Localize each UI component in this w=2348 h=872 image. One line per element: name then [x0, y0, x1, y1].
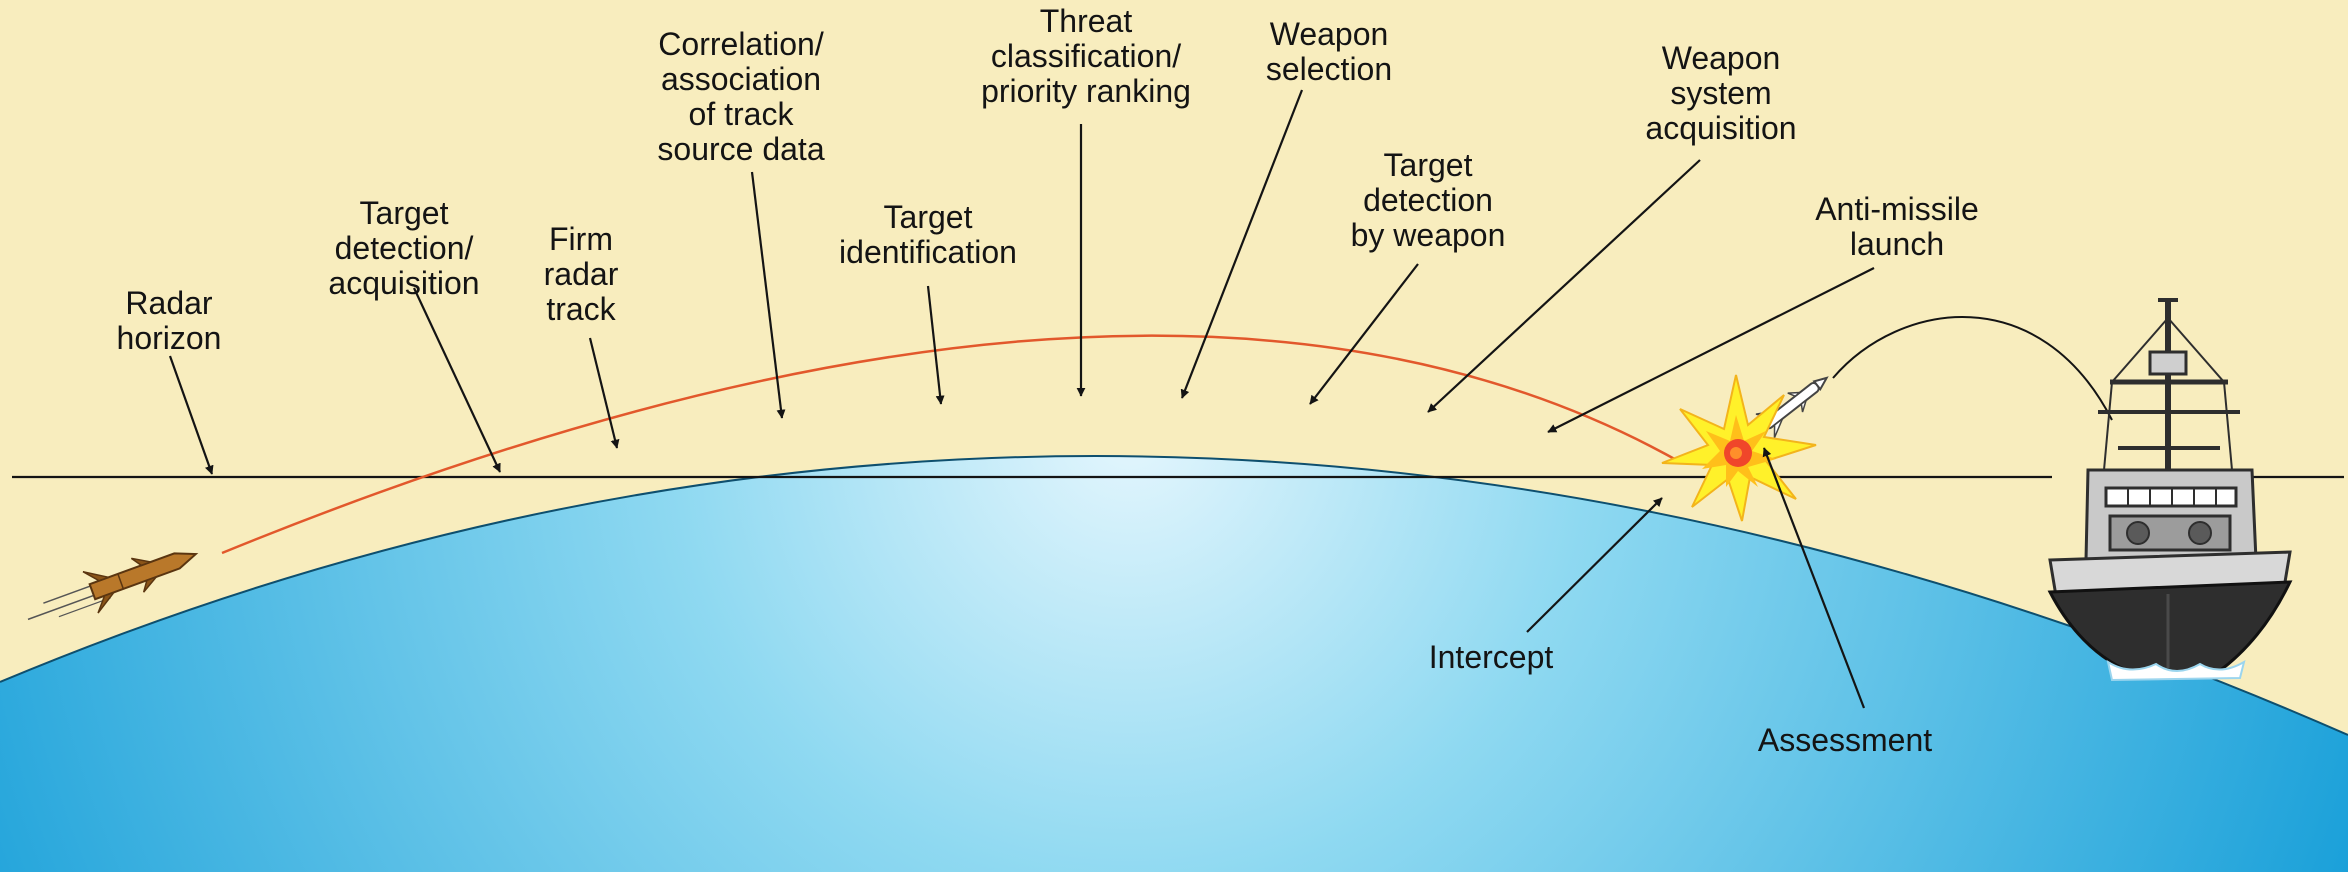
- sea-horizon-edge: [0, 455, 2348, 736]
- arrow-intercept: [1526, 497, 1663, 633]
- arrow-firm-radar-track: [588, 337, 620, 449]
- label-firm-radar-track-line: track: [546, 291, 616, 327]
- arrow-target-detection: [413, 287, 501, 473]
- label-intercept-line: Intercept: [1428, 639, 1554, 675]
- arrow-radar-horizon: [168, 355, 214, 475]
- arrow-assessment: [1762, 447, 1866, 709]
- arrow-anti-missile-launch: [1547, 267, 1875, 433]
- label-anti-missile-launch-line: launch: [1849, 226, 1945, 262]
- label-target-detection-by-weapon-line: Target: [1383, 147, 1473, 183]
- label-weapon-selection-line: Weapon: [1269, 16, 1389, 52]
- label-correlation-association-line: Correlation/: [658, 26, 824, 62]
- label-target-detection-acquisition-line: Target: [359, 195, 449, 231]
- anti-missile-trajectory: [1832, 316, 2113, 421]
- label-target-detection-by-weapon-line: by weapon: [1350, 217, 1506, 253]
- label-target-identification-line: Target: [883, 199, 973, 235]
- arrow-weapon-system-acquisition: [1427, 159, 1701, 413]
- label-assessment: Assessment: [1758, 723, 1932, 758]
- label-weapon-system-acquisition-line: acquisition: [1645, 110, 1797, 146]
- ship-icon: [2047, 298, 2293, 682]
- label-threat-classification-line: priority ranking: [981, 73, 1191, 109]
- label-target-detection-by-weapon-line: detection: [1363, 182, 1493, 218]
- label-weapon-selection-line: selection: [1265, 51, 1393, 87]
- label-correlation-association-line: of track: [688, 96, 794, 132]
- threat-missile-icon: [27, 552, 199, 621]
- label-target-detection-acquisition-line: acquisition: [328, 265, 480, 301]
- callout-arrows: [168, 89, 1875, 709]
- label-threat-classification-line: classification/: [990, 38, 1182, 74]
- label-correlation-association-line: source data: [657, 131, 825, 167]
- arrow-correlation: [750, 171, 786, 419]
- label-weapon-system-acquisition-line: Weapon: [1661, 40, 1781, 76]
- arrow-detection-by-weapon: [1309, 263, 1419, 405]
- label-target-detection-acquisition-line: detection/: [334, 230, 474, 266]
- threat-trajectory: [221, 334, 1681, 555]
- sea-curved-earth: [0, 456, 2348, 872]
- label-assessment-line: Assessment: [1757, 722, 1933, 758]
- label-weapon-system-acquisition-line: system: [1670, 75, 1772, 111]
- label-radar-horizon-line: horizon: [116, 320, 222, 356]
- label-radar-horizon-line: Radar: [125, 285, 213, 321]
- arrow-target-identification: [926, 285, 945, 405]
- label-target-identification-line: identification: [839, 234, 1017, 270]
- arrow-weapon-selection: [1180, 89, 1304, 399]
- label-intercept: Intercept: [1429, 640, 1554, 675]
- label-anti-missile-launch-line: Anti-missile: [1815, 191, 1979, 227]
- label-firm-radar-track-line: radar: [543, 256, 619, 292]
- label-firm-radar-track-line: Firm: [549, 221, 613, 257]
- label-threat-classification-line: Threat: [1039, 3, 1133, 39]
- label-correlation-association-line: association: [660, 61, 822, 97]
